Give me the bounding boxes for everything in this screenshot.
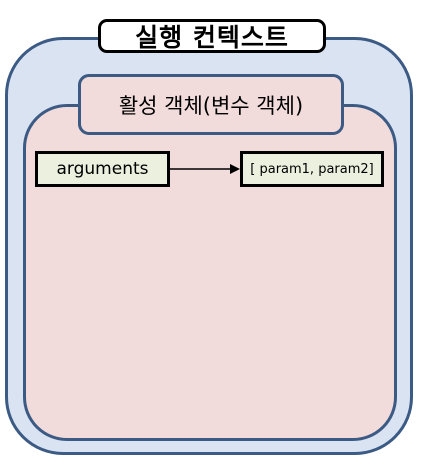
activation-object-title: 활성 객체(변수 객체) <box>78 74 344 135</box>
arguments-node: arguments <box>35 151 170 187</box>
params-node: [ param1, param2] <box>240 151 384 187</box>
execution-context-title: 실행 컨텍스트 <box>98 19 326 53</box>
arrow-right-icon <box>170 164 240 174</box>
